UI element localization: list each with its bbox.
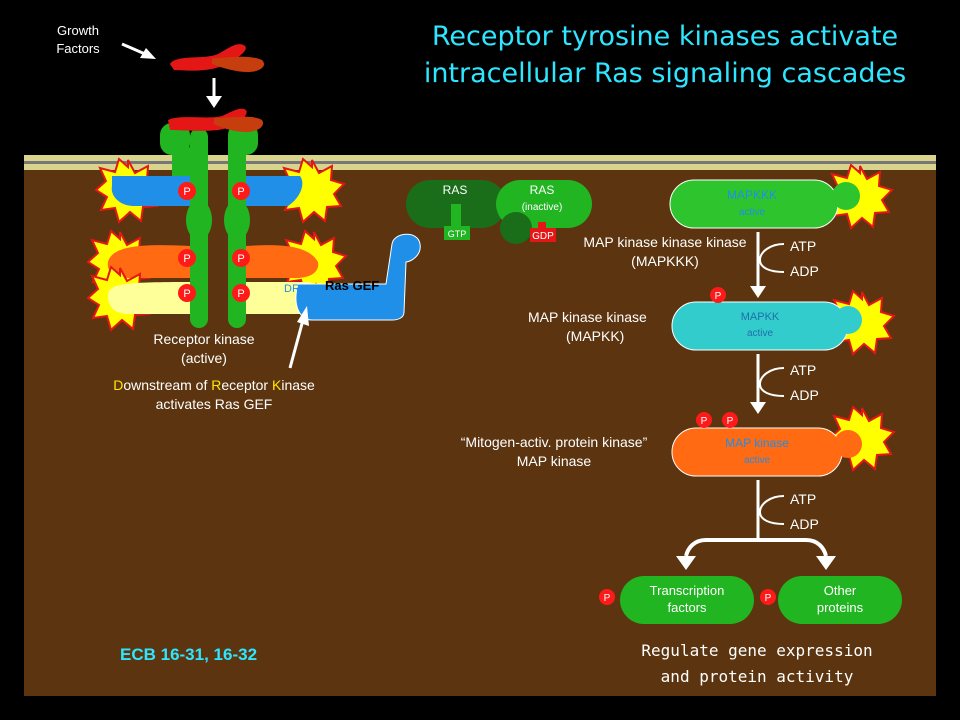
cascade-step-1 — [750, 232, 785, 298]
svg-text:P: P — [183, 288, 190, 300]
phosphate-marker: P — [696, 412, 712, 428]
mapk-protein: MAP kinase active P P — [671, 406, 895, 477]
phosphate-marker: P — [232, 249, 250, 267]
ras-inactive-sub: (inactive) — [522, 202, 563, 213]
title-line-2: intracellular Ras signaling cascades — [423, 58, 907, 89]
growth-factor-arrow — [121, 42, 156, 59]
receptor-phosphates: P P P P P P — [178, 182, 250, 302]
binding-arrow — [206, 78, 222, 108]
phosphate-marker: P — [710, 287, 726, 303]
reference-label: ECB 16-31, 16-32 — [120, 645, 258, 664]
other-proteins: P — [760, 576, 902, 624]
ras-inactive: RAS (inactive) GDP — [496, 180, 592, 244]
ras-active: RAS GTP — [406, 180, 506, 240]
docked-protein-orange-right — [246, 230, 347, 295]
gdp-label: GDP — [532, 231, 554, 242]
receptor-caption: Receptor kinase (active) — [153, 331, 255, 366]
docked-protein-yellow-left — [87, 266, 190, 331]
gtp-label: GTP — [448, 229, 467, 239]
mapkkk-protein: MAPKKK active — [669, 164, 893, 229]
title-line-1: Receptor tyrosine kinases activate — [431, 21, 899, 52]
cascade-step-2 — [750, 354, 785, 414]
membrane-core — [24, 161, 936, 164]
membrane-outer-layer — [24, 155, 936, 161]
adp-label-2: ADP — [790, 387, 819, 403]
svg-text:P: P — [715, 291, 722, 302]
phosphate-marker: P — [232, 182, 250, 200]
phosphate-marker: P — [232, 284, 250, 302]
drk-label: DRK — [284, 283, 308, 295]
svg-text:P: P — [183, 186, 190, 198]
mapk-caption: “Mitogen-activ. protein kinase” MAP kina… — [460, 434, 648, 469]
ras-gef-label: Ras GEF — [325, 278, 379, 293]
downstream-arrow — [288, 306, 309, 369]
phosphate-marker: P — [178, 284, 196, 302]
growth-factor-ligand — [170, 44, 265, 72]
conclusion-text: Regulate gene expression and protein act… — [641, 641, 873, 686]
svg-text:P: P — [604, 593, 611, 604]
transcription-factors-label: Transcription factors — [649, 583, 725, 615]
mapkkk-caption: MAP kinase kinase kinase (MAPKKK) — [583, 234, 747, 269]
cascade-step-3 — [756, 480, 785, 540]
phosphate-marker: P — [760, 589, 776, 605]
ras-active-label: RAS — [443, 183, 468, 197]
downstream-line-1: Downstream of Receptor Kinase — [113, 377, 315, 393]
mapkkk-state: active — [739, 207, 766, 218]
transcription-factors: P — [599, 576, 754, 624]
svg-text:P: P — [237, 186, 244, 198]
svg-text:P: P — [237, 288, 244, 300]
svg-text:P: P — [701, 416, 708, 427]
phosphate-marker: P — [722, 412, 738, 428]
ras-inactive-label: RAS — [530, 183, 555, 197]
docked-protein-blue-right — [246, 158, 345, 223]
phosphate-marker: P — [599, 589, 615, 605]
mapk-state: active — [744, 455, 771, 466]
svg-text:P: P — [765, 593, 772, 604]
mapkkk-name: MAPKKK — [727, 188, 777, 202]
atp-label-1: ATP — [790, 238, 817, 254]
atp-label-3: ATP — [790, 491, 817, 507]
docked-protein-orange-left — [87, 230, 190, 295]
mapkk-name: MAPKK — [741, 311, 780, 323]
membrane-inner-layer — [24, 164, 936, 170]
branch-arrows — [676, 538, 836, 570]
downstream-line-2: activates Ras GEF — [155, 396, 273, 412]
svg-text:P: P — [237, 253, 244, 265]
mapk-name: MAP kinase — [725, 436, 789, 450]
receptor-dimer — [160, 108, 264, 328]
mapkk-state: active — [747, 328, 774, 339]
phosphate-marker: P — [178, 249, 196, 267]
mapkk-protein: MAPKK active P — [671, 287, 895, 355]
adp-label-1: ADP — [790, 263, 819, 279]
adp-label-3: ADP — [790, 516, 819, 532]
other-proteins-label: Other proteins — [816, 583, 864, 615]
docked-protein-blue-left — [95, 158, 190, 223]
slide-title: Receptor tyrosine kinases activate intra… — [380, 18, 950, 92]
svg-text:P: P — [727, 416, 734, 427]
growth-factors-label: Growth Factors — [56, 23, 100, 56]
downstream-caption: Downstream of Receptor Kinase activates … — [86, 376, 342, 414]
phosphate-marker: P — [178, 182, 196, 200]
mapkk-caption: MAP kinase kinase (MAPKK) — [528, 309, 647, 344]
atp-label-2: ATP — [790, 362, 817, 378]
svg-text:P: P — [183, 253, 190, 265]
ras-gef: Ras GEF DRK — [284, 233, 421, 321]
